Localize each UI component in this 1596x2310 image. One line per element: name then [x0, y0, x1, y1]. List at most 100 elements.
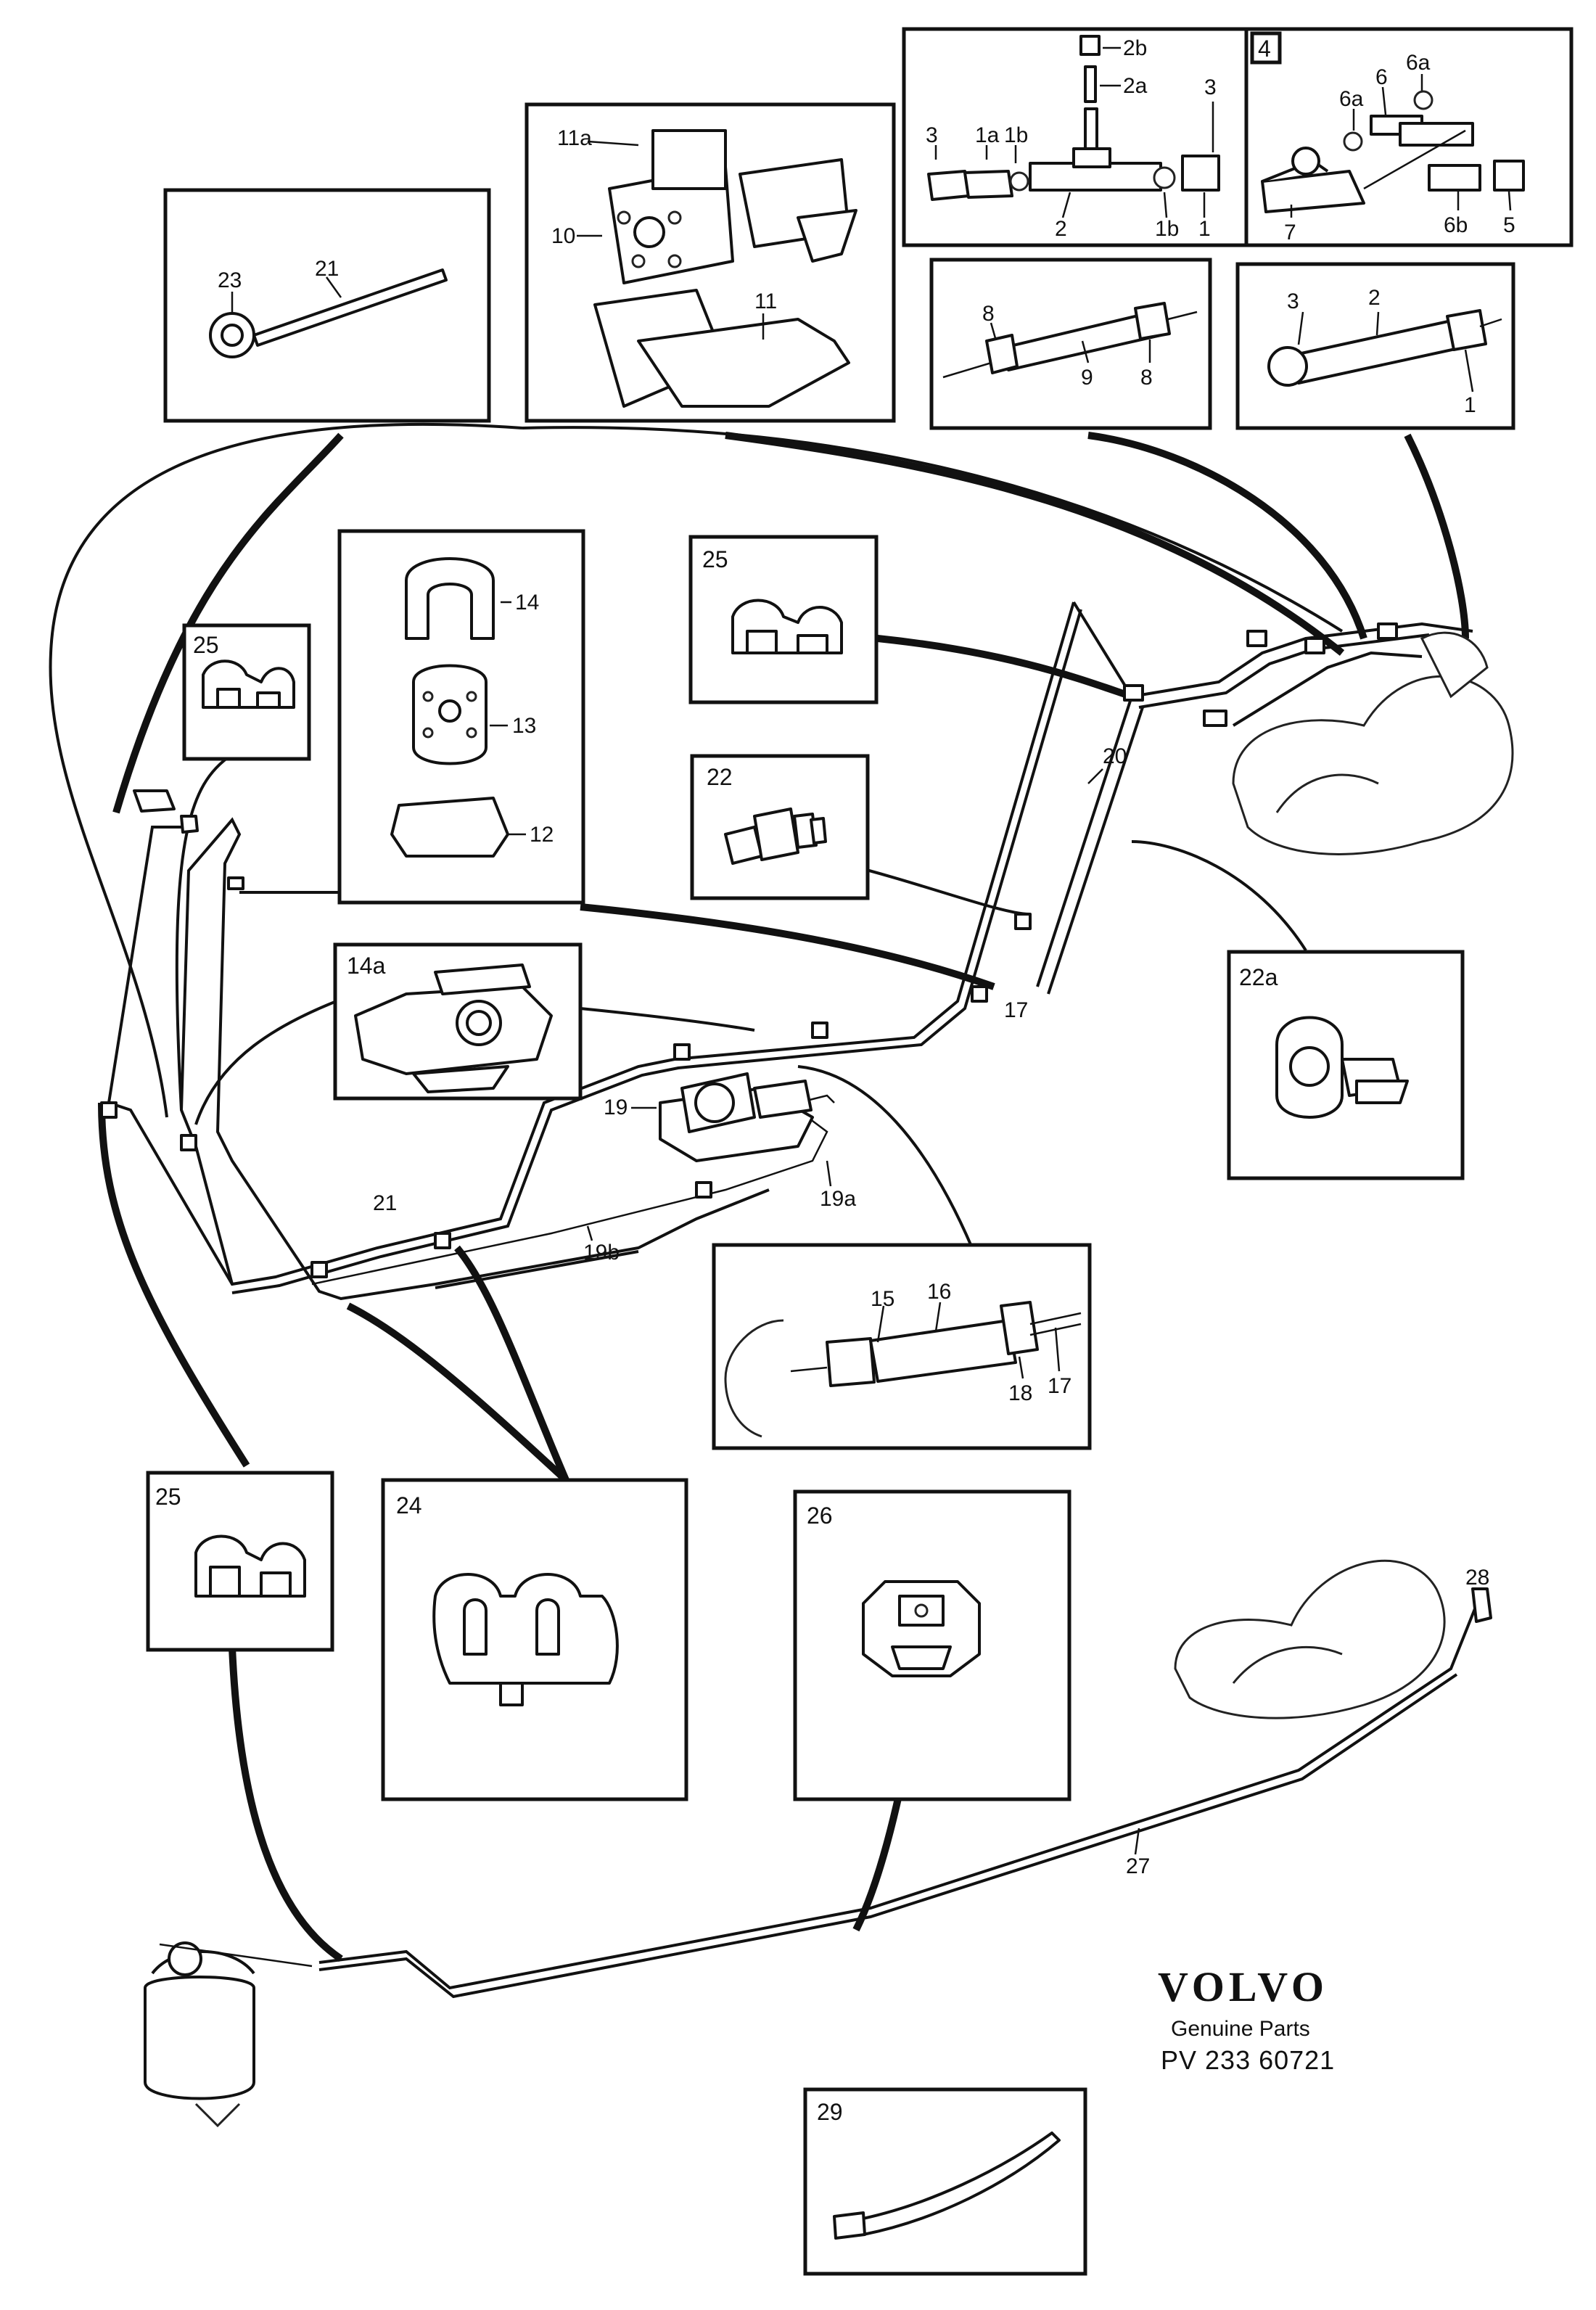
box-pipe-holder: 14a: [333, 942, 583, 1101]
double-clip-part: [202, 659, 295, 709]
box-frame: [902, 27, 1249, 247]
label-3: 3: [1287, 289, 1299, 313]
label-11a: 11a: [557, 126, 592, 150]
label-17: 17: [1048, 1374, 1071, 1398]
double-clip-part: [731, 599, 843, 654]
label-9: 9: [1081, 366, 1093, 390]
label-21: 21: [315, 257, 339, 281]
pipe-nut-part: [209, 268, 448, 358]
fuel-sender-unit: [144, 1941, 313, 2128]
double-clip-part: [194, 1534, 306, 1598]
brand-subtitle: Genuine Parts: [1171, 2017, 1310, 2041]
union-fitting-part: [724, 807, 827, 865]
label-16: 16: [927, 1280, 951, 1304]
brand-logo: VOLVO: [1158, 1963, 1328, 2010]
box-double-clip-b: 25: [688, 535, 879, 704]
hose-clip-part: [1275, 1016, 1409, 1119]
box-number-frame: [1250, 31, 1282, 65]
fuel-tank-upper: [1232, 631, 1514, 855]
hose-adapter-part: [1261, 90, 1525, 213]
box-number-25: 25: [702, 546, 728, 572]
box-union-fitting: 22: [690, 754, 870, 900]
pump-hose-part: [724, 1301, 1082, 1438]
label-7: 7: [1284, 221, 1296, 244]
box-number-14a: 14a: [347, 953, 386, 979]
label-1a: 1a: [975, 123, 1000, 147]
label-8-left: 8: [982, 302, 995, 326]
label-1b-right: 1b: [1155, 217, 1179, 241]
box-number-22: 22: [707, 764, 733, 790]
label-1b-left: 1b: [1004, 123, 1028, 147]
label-1: 1: [1198, 217, 1211, 241]
fuel-line-routing: [107, 601, 1481, 1999]
box-number-25: 25: [193, 632, 219, 658]
single-clip-part: [862, 1580, 981, 1677]
callout-21: 21: [373, 1191, 397, 1215]
label-2b: 2b: [1123, 36, 1147, 60]
label-6b: 6b: [1444, 213, 1468, 237]
box-number-24: 24: [396, 1492, 422, 1518]
box-hose-adapter: 4 6a 6 6a 7 6b 5: [1244, 27, 1574, 247]
label-6: 6: [1375, 65, 1388, 89]
box-hose-clamps: 8 9 8: [929, 258, 1212, 430]
box-hose-assembly: 3 2 1: [1235, 262, 1515, 430]
pipe-holder-part: [354, 963, 553, 1093]
label-11: 11: [754, 289, 777, 313]
callout-27: 27: [1126, 1854, 1150, 1878]
box-cable-tie: 29: [803, 2087, 1087, 2276]
label-2: 2: [1368, 286, 1381, 310]
cable-tie-part: [833, 2132, 1061, 2240]
label-14: 14: [515, 591, 539, 615]
box-number-22a: 22a: [1239, 964, 1278, 990]
label-3-left: 3: [926, 123, 938, 147]
routing-callouts: 20 17 19 19a 21 19b 28 27: [373, 744, 1489, 1878]
label-2: 2: [1055, 217, 1067, 241]
label-13: 13: [512, 714, 536, 738]
fuel-pump: [659, 1072, 814, 1162]
label-1: 1: [1464, 393, 1476, 417]
label-5: 5: [1503, 213, 1515, 237]
label-12: 12: [530, 823, 554, 847]
tee-connector-part: [927, 35, 1220, 201]
line-clips: [100, 622, 1398, 1278]
box-hose-clip: 22a: [1227, 950, 1465, 1180]
reference-curves: [49, 422, 1469, 1962]
callout-19a: 19a: [820, 1187, 856, 1211]
diagram-reference: PV 233 60721: [1161, 2045, 1335, 2075]
box-tee-connector: 2b 2a 3 1a 1b 3 1b 1 2: [902, 27, 1249, 247]
label-6a-left: 6a: [1339, 87, 1364, 111]
label-15: 15: [871, 1287, 894, 1311]
box-single-clip: 26: [793, 1489, 1071, 1801]
triple-clip-part: [432, 1573, 619, 1706]
box-number-4: 4: [1258, 36, 1271, 62]
label-8-right: 8: [1140, 366, 1153, 390]
callout-19: 19: [604, 1096, 628, 1119]
fuel-tank-lower: [1174, 1559, 1446, 1719]
box-number-29: 29: [817, 2099, 843, 2125]
hose-with-clamps-part: [942, 302, 1198, 379]
box-frame: [163, 188, 491, 423]
box-number-25: 25: [155, 1484, 181, 1510]
callout-19b: 19b: [583, 1241, 620, 1265]
hose-assembly-part: [1267, 309, 1502, 387]
box-clip-set: 14 13 12: [337, 529, 585, 905]
brand-block: VOLVO Genuine Parts PV 233 60721: [1158, 1963, 1335, 2075]
callout-17: 17: [1004, 998, 1028, 1022]
box-pipe-nut: 23 21: [163, 188, 491, 423]
label-3-right: 3: [1204, 75, 1217, 99]
box-triple-clip: 24: [381, 1478, 688, 1801]
box-pump-hose: 15 16 18 17: [712, 1243, 1092, 1450]
clip-parts: [390, 557, 509, 858]
label-2a: 2a: [1123, 74, 1148, 98]
label-23: 23: [218, 268, 242, 292]
callout-28: 28: [1465, 1566, 1489, 1590]
box-double-clip-c: 25: [146, 1471, 334, 1652]
box-number-26: 26: [807, 1503, 833, 1529]
callout-20: 20: [1103, 744, 1127, 768]
box-double-clip-a: 25: [182, 623, 311, 761]
cushion-block-part: [593, 129, 857, 408]
box-tank-strap-cushion: 11a 10 11: [525, 102, 896, 423]
label-10: 10: [551, 224, 575, 248]
tank-line-fitting: [1471, 1587, 1492, 1623]
